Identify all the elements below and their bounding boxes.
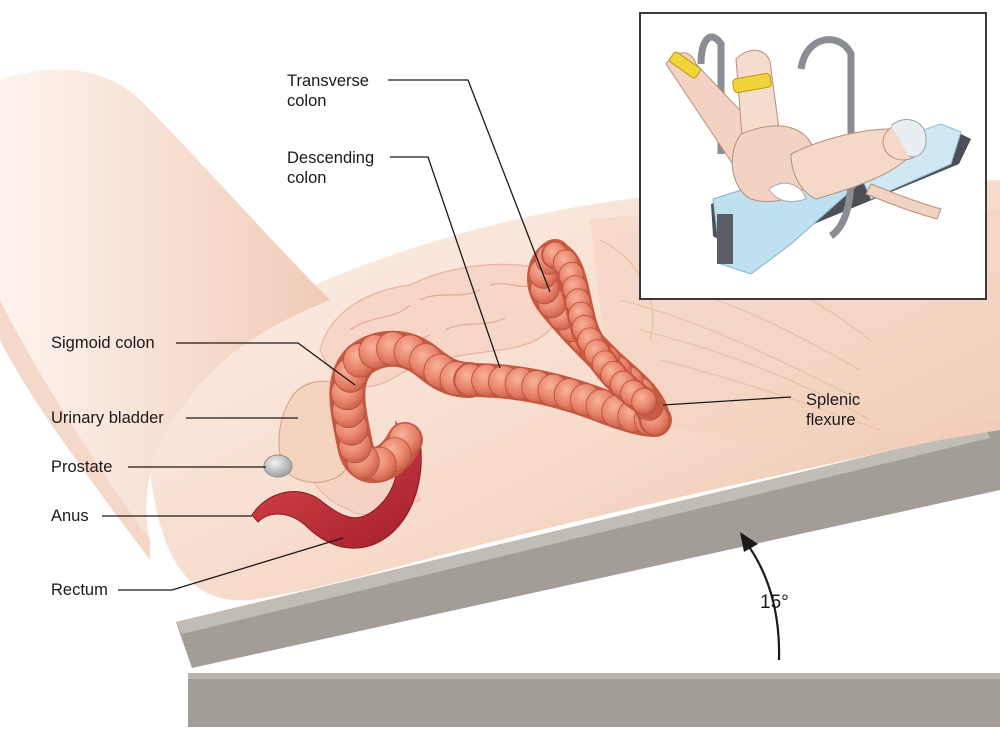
prostate (263, 454, 293, 478)
leader-descending (390, 156, 501, 369)
label-anus: Anus (51, 507, 89, 525)
leader-sigmoid (176, 342, 356, 386)
inset-lithotomy-position (639, 12, 987, 300)
label-urinary-bladder: Urinary bladder (51, 409, 164, 427)
leader-transverse (388, 79, 551, 293)
colon (329, 239, 672, 483)
sigmoid-colon-segment (329, 330, 488, 483)
abdominal-wall-lines (599, 239, 881, 431)
splenic-flexure-segment (541, 241, 664, 419)
leader-splenic (662, 396, 792, 406)
label-rectum: Rectum (51, 581, 108, 599)
angle-arrow (740, 532, 781, 661)
label-sigmoid-colon: Sigmoid colon (51, 334, 155, 352)
thigh (0, 69, 330, 560)
label-prostate: Prostate (51, 458, 113, 476)
haustrum (631, 387, 657, 415)
table-base (188, 673, 1000, 727)
leader-rectum (118, 537, 344, 591)
inset-illustration (665, 33, 971, 275)
table-tilted-top (176, 428, 1000, 668)
leader-lines (102, 79, 792, 591)
label-angle: 15° (760, 592, 789, 613)
